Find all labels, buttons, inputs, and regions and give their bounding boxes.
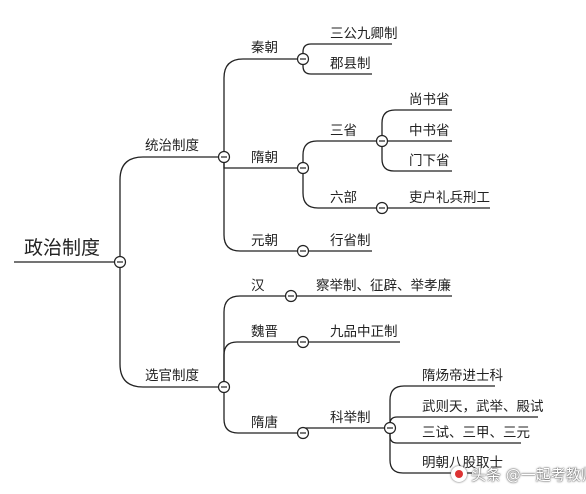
connector-qin [223,58,303,157]
connector-root-official [119,262,224,388]
brand-logo-icon [451,466,467,482]
node-keju-4: 明朝八股取士 [422,455,503,471]
node-liubu-1: 吏户礼兵刑工 [409,189,490,206]
collapse-button-keju[interactable] [383,421,397,435]
collapse-button-suitang[interactable] [296,426,310,440]
node-yuan-1: 行省制 [330,233,371,249]
collapse-button-weijin[interactable] [296,335,310,349]
node-keju: 科举制 [330,410,371,426]
connector-keju-1 [389,385,495,428]
connector-yuan [223,157,303,252]
collapse-button-qin[interactable] [296,52,310,66]
node-keju-2: 武则天，武举、殿试 [422,399,544,415]
branch-official: 选官制度 [145,368,199,384]
connector-qin-1 [302,43,392,59]
collapse-button-han[interactable] [284,289,298,303]
connector-han [223,295,291,387]
root-topic: 政治制度 [24,237,100,259]
watermark-text: 头条 @一起考教师 [471,465,586,484]
node-weijin-1: 九品中正制 [330,324,398,340]
node-sheng-1: 尚书省 [409,92,450,108]
connector-weijin [223,341,303,387]
collapse-button-sui[interactable] [296,161,310,175]
connector-root-governance [119,156,224,262]
node-liubu: 六部 [330,190,357,206]
connector-qin-2 [302,59,372,75]
node-suitang: 隋唐 [251,414,278,431]
node-sansheng: 三省 [330,123,357,139]
node-weijin: 魏晋 [251,324,278,340]
collapse-button-official[interactable] [217,380,231,394]
branch-governance: 统治制度 [145,138,199,154]
node-keju-1: 隋炀帝进士科 [422,368,503,384]
node-sheng-2: 中书省 [409,123,450,139]
connector-suitang [223,387,303,434]
node-sheng-3: 门下省 [409,153,450,169]
watermark: 头条 @一起考教师 [451,460,586,488]
node-han: 汉 [251,278,265,294]
node-qin-1: 三公九卿制 [330,26,398,42]
node-qin: 秦朝 [251,40,278,56]
collapse-button-yuan[interactable] [296,244,310,258]
connector-keju-4 [389,428,472,474]
collapse-button-governance[interactable] [217,150,231,164]
connector-sansheng [302,140,382,168]
collapse-button-root[interactable] [113,255,127,269]
connector-keju [302,427,390,433]
collapse-button-liubu[interactable] [375,201,389,215]
connector-sheng-1 [381,109,452,141]
node-qin-2: 郡县制 [330,56,371,72]
connector-liubu [302,168,382,209]
connector-sheng-3 [381,141,452,172]
node-keju-3: 三试、三甲、三元 [422,425,530,441]
node-sui: 隋朝 [251,150,278,166]
collapse-button-sansheng[interactable] [375,134,389,148]
node-yuan: 元朝 [251,233,278,249]
node-han-1: 察举制、征辟、举孝廉 [316,277,451,294]
